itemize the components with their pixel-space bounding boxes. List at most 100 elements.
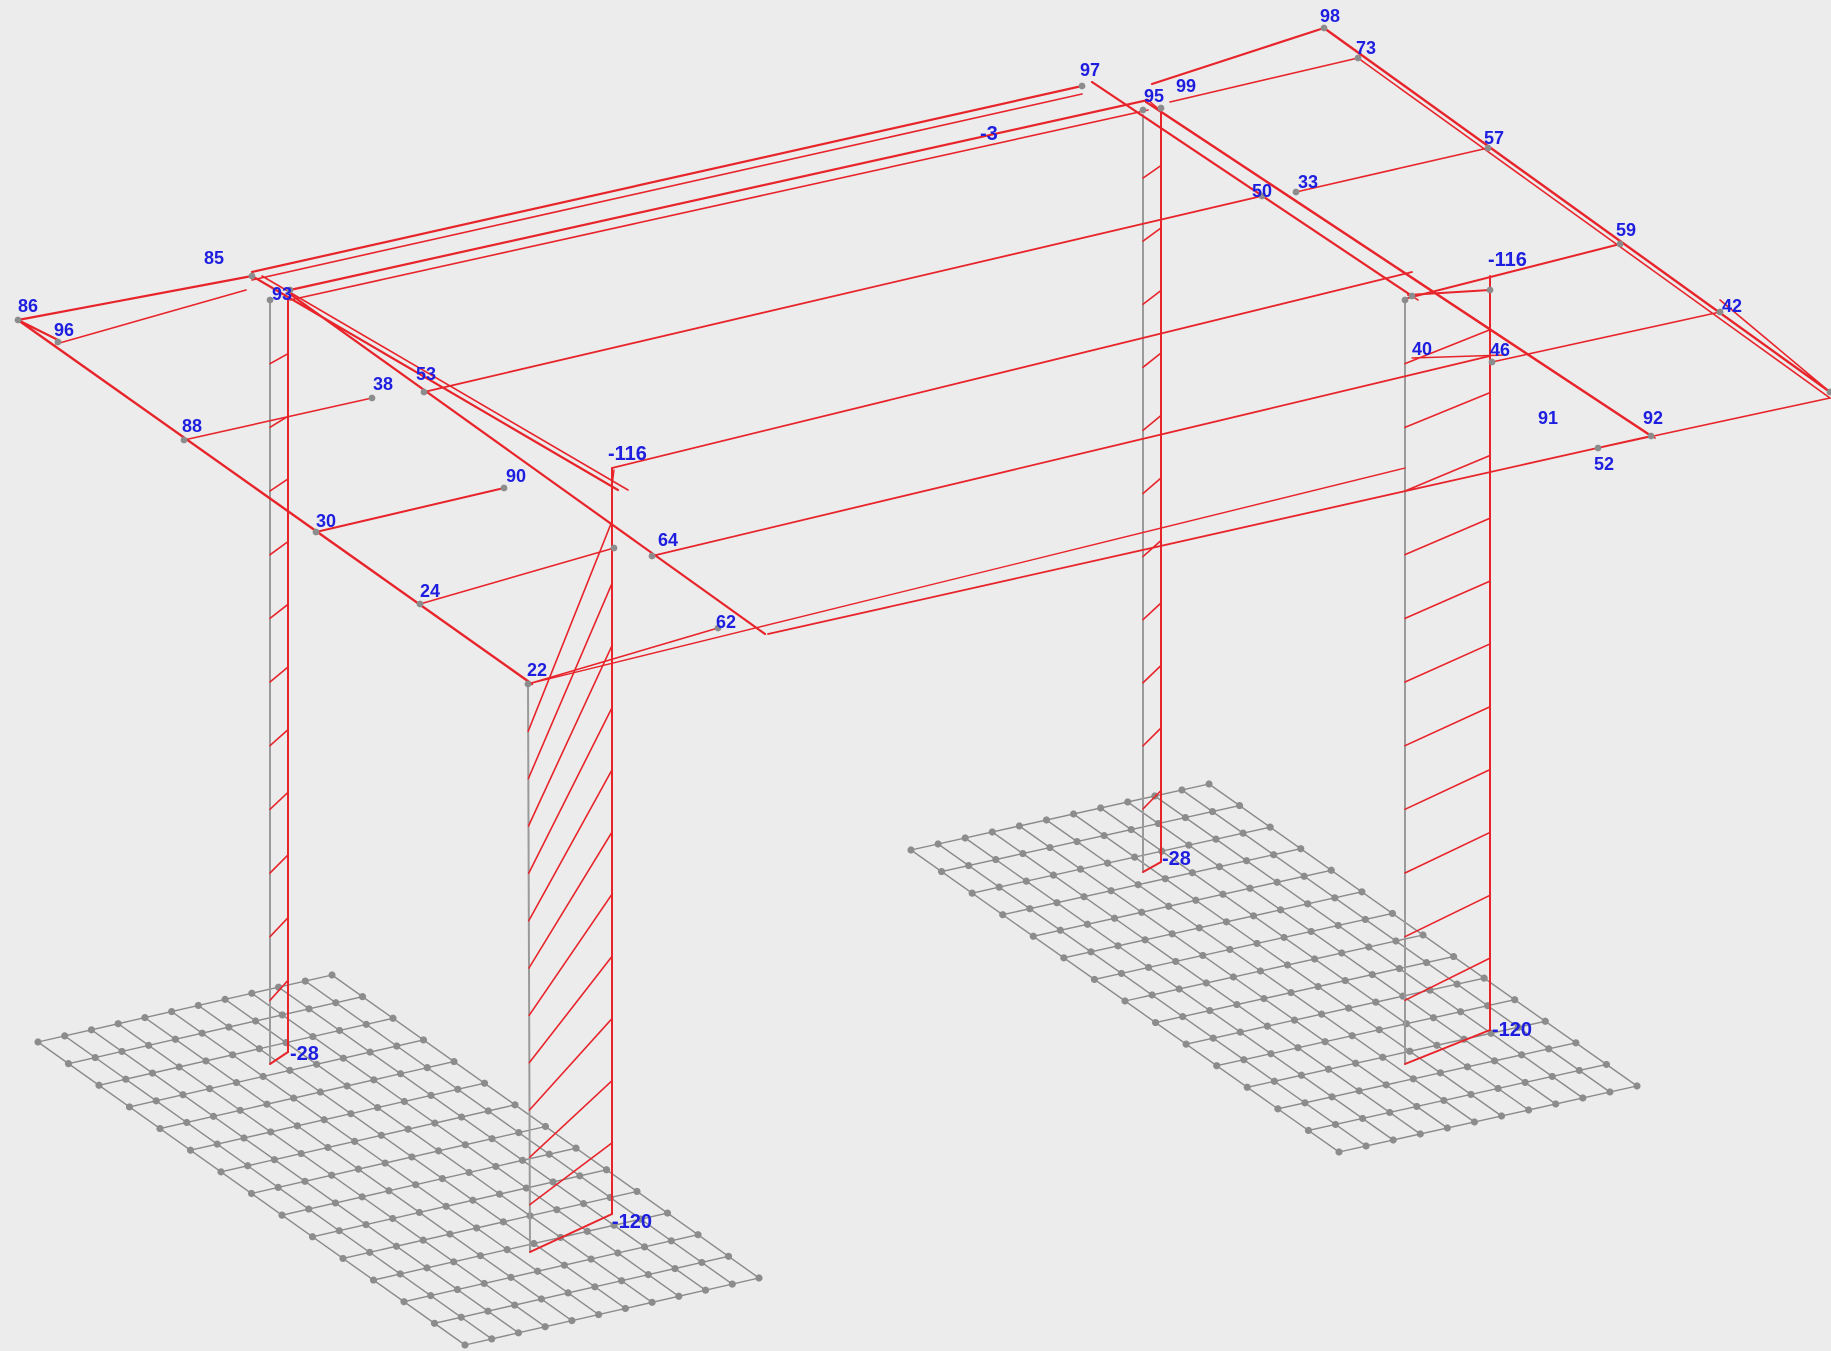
mesh-node [1633, 1082, 1641, 1090]
mesh-node [1402, 1020, 1410, 1028]
deck-node [312, 528, 320, 536]
mesh-node [412, 1181, 420, 1189]
mesh-line [281, 1147, 577, 1216]
deck-node [524, 680, 532, 688]
mesh-node [171, 1035, 180, 1043]
mesh-node [248, 989, 256, 997]
mesh-node [213, 1140, 221, 1148]
mesh-line [128, 1039, 425, 1108]
mesh-node [907, 846, 915, 854]
mesh-node [961, 834, 969, 842]
mesh-node [335, 1227, 343, 1235]
mesh-node [339, 1054, 347, 1062]
mesh-node [1202, 979, 1210, 987]
cross-beam [1295, 147, 1489, 193]
mesh-node [1236, 1028, 1244, 1036]
mesh-node [225, 1023, 233, 1031]
mesh-node [1386, 1108, 1394, 1117]
mesh-line [220, 1104, 516, 1173]
column-rung [1404, 957, 1491, 1002]
column-rung [1404, 454, 1491, 492]
cross-beam [315, 487, 505, 533]
deck-beams [16, 26, 1831, 686]
mesh-node [724, 1252, 733, 1260]
labels: -3 -116 -116 -28 -120 -28 -120 22 24 30 … [18, 6, 1742, 1233]
column-rung [269, 728, 289, 747]
mesh-node [175, 1063, 183, 1071]
mesh-node [358, 1193, 366, 1201]
node-label: 91 [1538, 408, 1558, 428]
mesh-node [591, 1283, 599, 1291]
column-right-front [1404, 275, 1491, 1065]
column-rung [1404, 768, 1491, 811]
mesh-node [87, 1026, 96, 1034]
mesh-node [663, 1209, 672, 1217]
mesh-node [1246, 884, 1254, 892]
mesh-node [206, 1085, 214, 1093]
col-right-back-value: -28 [1162, 848, 1191, 870]
mesh-node [1497, 1112, 1506, 1120]
mesh-node [408, 1153, 416, 1161]
mesh-node [393, 1042, 401, 1050]
mesh-node [91, 1053, 99, 1062]
column-rung [1142, 352, 1162, 369]
mesh-node [202, 1057, 210, 1065]
mesh-node [755, 1274, 763, 1282]
mesh-node [331, 1199, 340, 1207]
deck-node [368, 394, 376, 402]
column-rung [1142, 727, 1162, 747]
mesh-node [480, 1279, 488, 1288]
deck-node [1354, 54, 1362, 62]
mesh-node [1263, 1022, 1272, 1030]
mesh-node [305, 1005, 313, 1013]
mesh-node [1199, 951, 1207, 960]
mesh-node [572, 1144, 580, 1152]
mesh-node [1080, 893, 1088, 901]
mesh-node [198, 1029, 206, 1037]
mesh-line [67, 995, 364, 1065]
mesh-node [1341, 976, 1349, 985]
mesh-node [1456, 1008, 1465, 1016]
node-label: 64 [658, 530, 678, 550]
girder-left [261, 275, 629, 491]
overhang-edge [1719, 299, 1831, 393]
transverse-beam [527, 467, 1406, 685]
mesh-node [1145, 963, 1153, 972]
mesh-node [1436, 1069, 1445, 1077]
mesh-node [1314, 982, 1322, 991]
mesh-line [433, 1255, 730, 1325]
node-label: 86 [18, 296, 38, 316]
mesh-node [312, 1060, 321, 1068]
mesh-node [488, 1335, 496, 1343]
mesh-node [183, 1118, 191, 1127]
mesh-node [1433, 1041, 1441, 1049]
mesh-node [1389, 1136, 1397, 1144]
mesh-node [454, 1085, 462, 1093]
mesh-node [358, 993, 367, 1001]
mesh-node [1213, 1062, 1221, 1070]
mesh-node [541, 1323, 549, 1331]
mesh-node [610, 1221, 618, 1229]
column-rung [1404, 517, 1491, 556]
mesh-node [1188, 869, 1196, 877]
mesh-node [308, 1233, 317, 1241]
mesh-node [1388, 909, 1397, 918]
column-rung [528, 1017, 613, 1111]
mesh-node [335, 1026, 344, 1035]
mesh-node [1440, 1096, 1448, 1105]
cross-beam [183, 397, 373, 441]
mesh-node [937, 867, 946, 876]
mesh-node [1076, 865, 1085, 873]
mesh-node [1521, 1078, 1529, 1087]
column-rung [1404, 391, 1491, 429]
mesh-node [473, 1224, 481, 1232]
mesh-node [480, 1079, 489, 1087]
mesh-line [1307, 1063, 1608, 1132]
mesh-node [1283, 961, 1292, 969]
cross-beam [1407, 243, 1621, 299]
mesh-node [484, 1107, 492, 1115]
mesh-node [1294, 1044, 1302, 1052]
mesh-node [324, 1143, 332, 1152]
